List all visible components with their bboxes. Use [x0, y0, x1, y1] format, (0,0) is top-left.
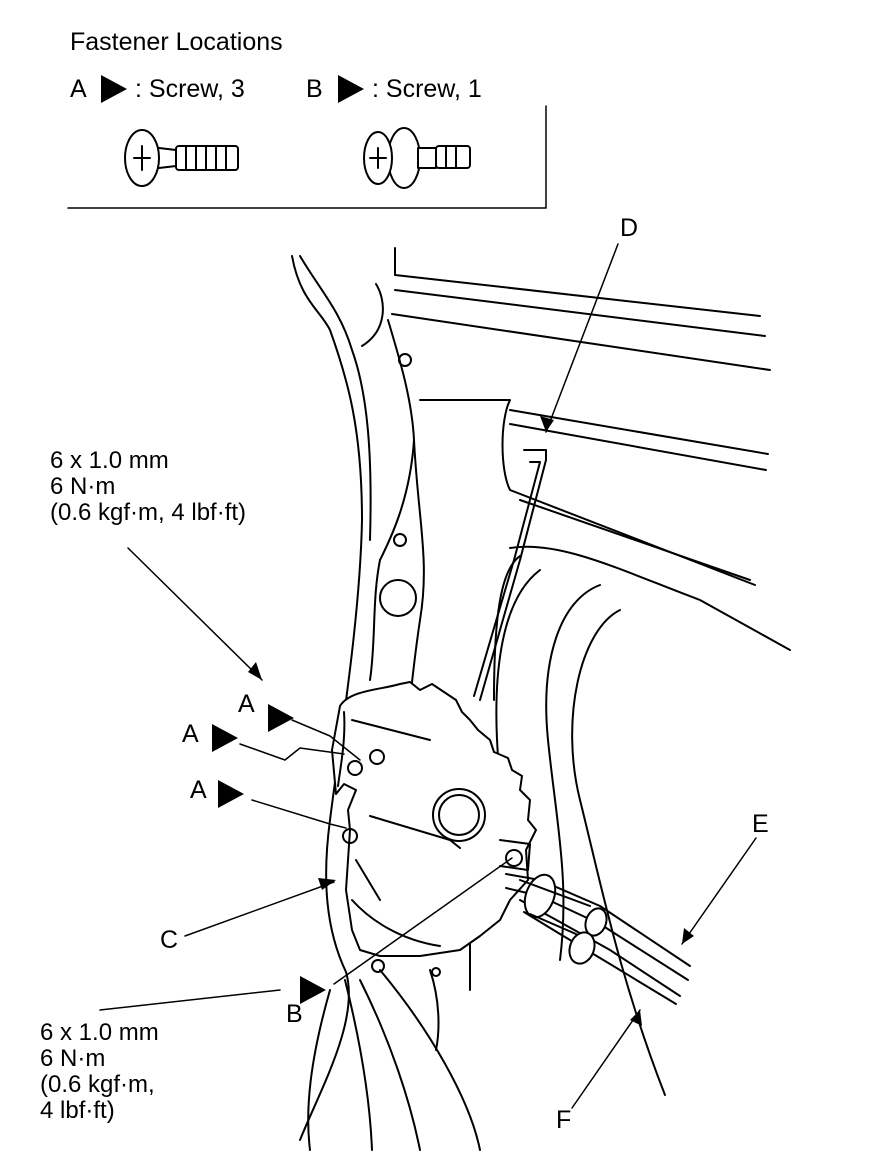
- legend-b-desc: : Screw, 1: [372, 75, 482, 103]
- legend-a-desc: : Screw, 3: [135, 75, 245, 103]
- screw-b-icon: [363, 127, 471, 189]
- spec-lower-torque: 6 N·m: [40, 1045, 106, 1072]
- callout-d: D: [620, 214, 639, 242]
- leader-lines: [99, 243, 757, 1109]
- spec-lower-conversion-1: (0.6 kgf·m,: [40, 1071, 155, 1098]
- wire-harness: [505, 873, 691, 1005]
- callout-a-lower-arrow-icon: [218, 780, 244, 808]
- spec-upper-conversion: (0.6 kgf·m, 4 lbf·ft): [50, 499, 247, 526]
- spec-upper-torque: 6 N·m: [50, 473, 116, 500]
- callout-c: C: [160, 926, 179, 954]
- callout-e: E: [752, 810, 769, 838]
- callout-a-upper-arrow-icon: [268, 704, 294, 732]
- torque-spec-upper: 6 x 1.0 mm 6 N·m (0.6 kgf·m, 4 lbf·ft): [50, 448, 246, 526]
- spec-lower-conversion-2: 4 lbf·ft): [40, 1097, 115, 1124]
- spec-lower-size: 6 x 1.0 mm: [40, 1019, 159, 1046]
- regulator-assembly: [331, 681, 537, 957]
- callout-f: F: [556, 1106, 572, 1134]
- spec-upper-size: 6 x 1.0 mm: [50, 447, 169, 474]
- callout-a-middle: A: [182, 720, 199, 748]
- callout-a-middle-arrow-icon: [212, 724, 238, 752]
- arrow-heads: [248, 416, 694, 1026]
- callout-a-upper: A: [238, 690, 255, 718]
- rod-d: [473, 449, 547, 701]
- legend-b-arrow-icon: [338, 75, 364, 103]
- callout-a-lower: A: [190, 776, 207, 804]
- legend-title: Fastener Locations: [70, 28, 283, 56]
- legend-b-letter: B: [306, 75, 323, 103]
- screw-a-icon: [124, 129, 239, 187]
- callout-b-arrow-icon: [300, 976, 326, 1004]
- legend-box-frame: [67, 105, 547, 209]
- legend-a-letter: A: [70, 75, 87, 103]
- legend-a-arrow-icon: [101, 75, 127, 103]
- callout-b: B: [286, 1000, 303, 1028]
- torque-spec-lower: 6 x 1.0 mm 6 N·m (0.6 kgf·m, 4 lbf·ft): [40, 1020, 159, 1124]
